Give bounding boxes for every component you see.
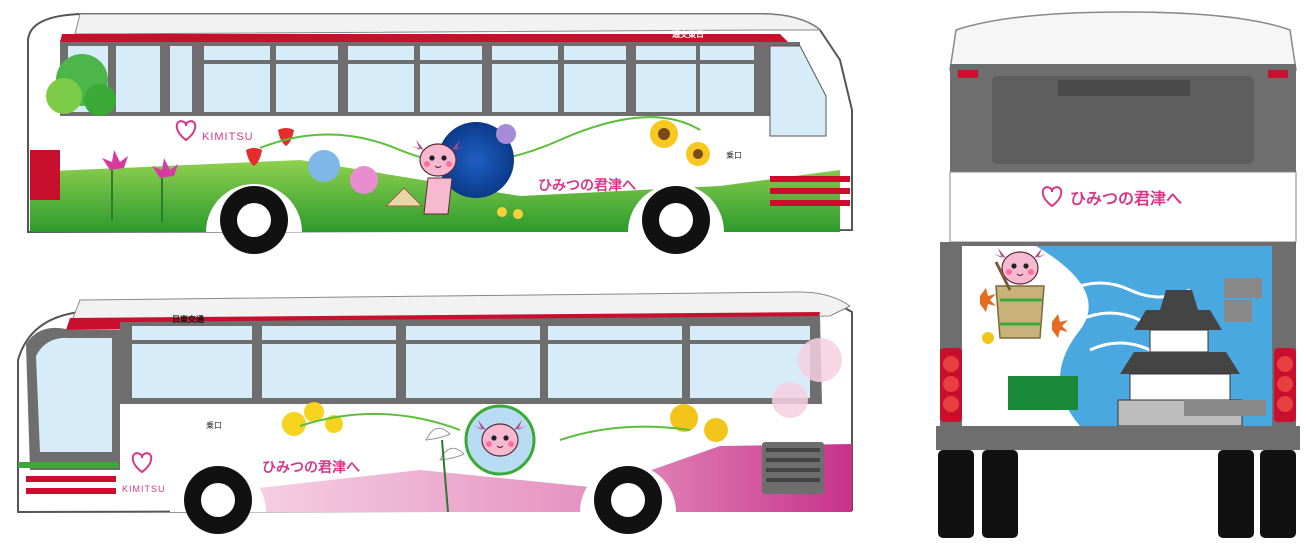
lower-brand-text: KIMITSU xyxy=(122,484,166,494)
lower-side-bus: KIMITSU ひみつの君津へ 乗口 xyxy=(17,291,853,534)
upper-slogan: ひみつの君津へ xyxy=(538,177,636,194)
night-globe-illustration xyxy=(438,122,516,198)
lower-slogan: ひみつの君津へ xyxy=(262,459,360,476)
lower-mascot-icon xyxy=(464,404,536,476)
rear-tail-lights xyxy=(940,348,1296,422)
upper-brand-text: KIMITSU xyxy=(202,131,254,143)
rear-mascot-icon xyxy=(993,247,1047,339)
lower-front-red-stripes xyxy=(18,462,118,494)
rapeseed-flower-icon xyxy=(282,402,343,436)
upper-windows xyxy=(68,45,827,137)
sunflower-icon xyxy=(650,120,710,166)
mimosa-flower-icon xyxy=(670,404,728,442)
engine-grille xyxy=(762,442,824,494)
lower-front-wheel xyxy=(170,464,266,534)
lower-door-label: 乗口 xyxy=(206,420,222,430)
hydrangea-flower-icon xyxy=(308,150,378,194)
tree-illustration xyxy=(46,54,116,116)
lower-rear-wheel xyxy=(580,464,676,534)
lower-windows xyxy=(132,326,810,398)
upper-side-bus: KIMITSU ひみつの君津へ xyxy=(27,13,853,254)
rear-slogan: ひみつの君津へ xyxy=(1070,189,1182,208)
upper-front-wheel xyxy=(628,184,724,254)
upper-mascot-icon xyxy=(411,139,465,215)
maple-leaf-icon xyxy=(980,288,1068,344)
upper-door-label: 乗口 xyxy=(726,150,742,160)
strawberry-icon xyxy=(246,128,294,166)
lower-roof-plate: 日東交通 xyxy=(172,314,204,324)
upper-rear-wheel xyxy=(206,184,302,254)
upper-roof-plate: 通交東日 xyxy=(672,29,704,39)
front-red-stripes xyxy=(770,176,850,206)
rear-bus: ひみつの君津へ xyxy=(936,11,1300,538)
cherry-blossom-icon xyxy=(772,338,842,418)
calla-lily-icon xyxy=(425,427,465,513)
azalea-flower-icon xyxy=(102,150,178,222)
rear-tires xyxy=(938,450,1296,538)
